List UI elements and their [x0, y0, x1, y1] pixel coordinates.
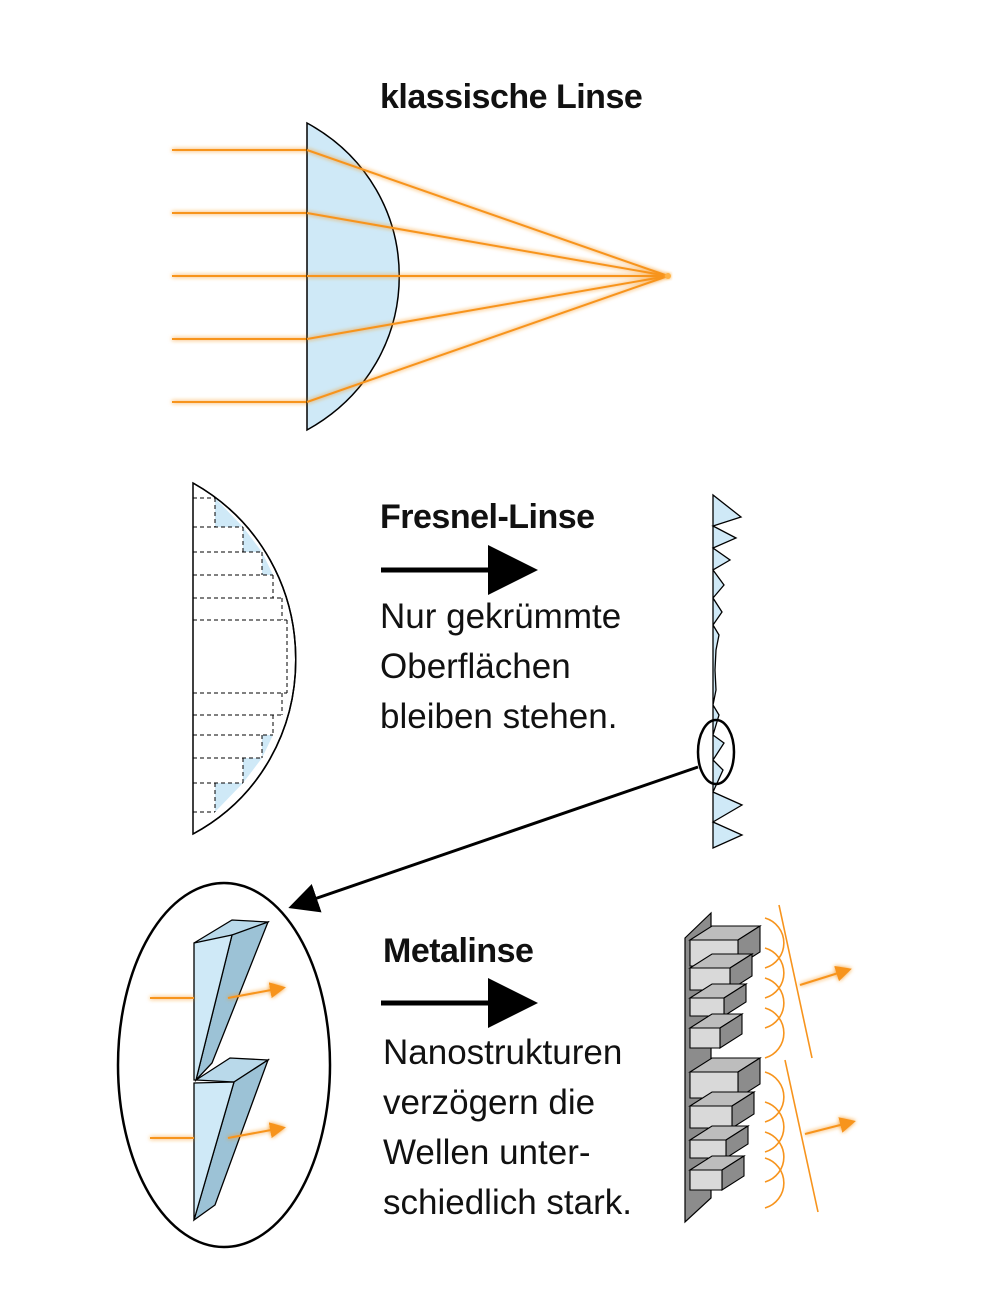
- metalens-description: Nanostrukturen verzögern die Wellen unte…: [383, 1028, 632, 1228]
- metalens: [684, 904, 856, 1224]
- nanostructure-block: [688, 1124, 750, 1160]
- refracted-rays: [306, 149, 669, 403]
- zoom-circle: [696, 718, 736, 786]
- zoom-ellipse: [116, 881, 332, 1249]
- metalens-line-4: schiedlich stark.: [383, 1183, 632, 1222]
- focal-point: [665, 273, 671, 279]
- classic-lens-title: klassische Linse: [380, 78, 643, 116]
- zoom-arrow: [288, 765, 699, 913]
- metalens-line-2: verzögern die: [383, 1083, 596, 1122]
- kept-surface-slivers: [215, 498, 273, 812]
- removed-material-dashes: [193, 497, 288, 813]
- metalens-rays: [799, 965, 856, 1135]
- nanostructure-block: [688, 1012, 744, 1050]
- fresnel-description: Nur gekrümmte Oberflächen bleiben stehen…: [380, 592, 621, 742]
- nanostructure-block: [688, 1090, 756, 1130]
- fresnel-line-1: Nur gekrümmte: [380, 597, 622, 636]
- metalens-line-1: Nanostrukturen: [383, 1033, 623, 1072]
- zoomed-fresnel-section: [116, 881, 332, 1249]
- fresnel-lens-title: Fresnel-Linse: [380, 498, 595, 536]
- nanostructure-blocks: [688, 924, 762, 1192]
- fresnel-decomposition: [192, 481, 297, 836]
- nanostructure-block: [688, 1154, 746, 1192]
- metalens-title: Metalinse: [383, 932, 534, 970]
- zoom-rays: [150, 982, 286, 1139]
- fresnel-lens: [696, 493, 744, 850]
- fresnel-line-2: Oberflächen: [380, 647, 571, 686]
- metalens-line-3: Wellen unter-: [383, 1133, 591, 1172]
- classic-lens-group: [172, 121, 671, 432]
- fresnel-line-3: bleiben stehen.: [380, 697, 618, 736]
- wavefronts: [764, 904, 819, 1213]
